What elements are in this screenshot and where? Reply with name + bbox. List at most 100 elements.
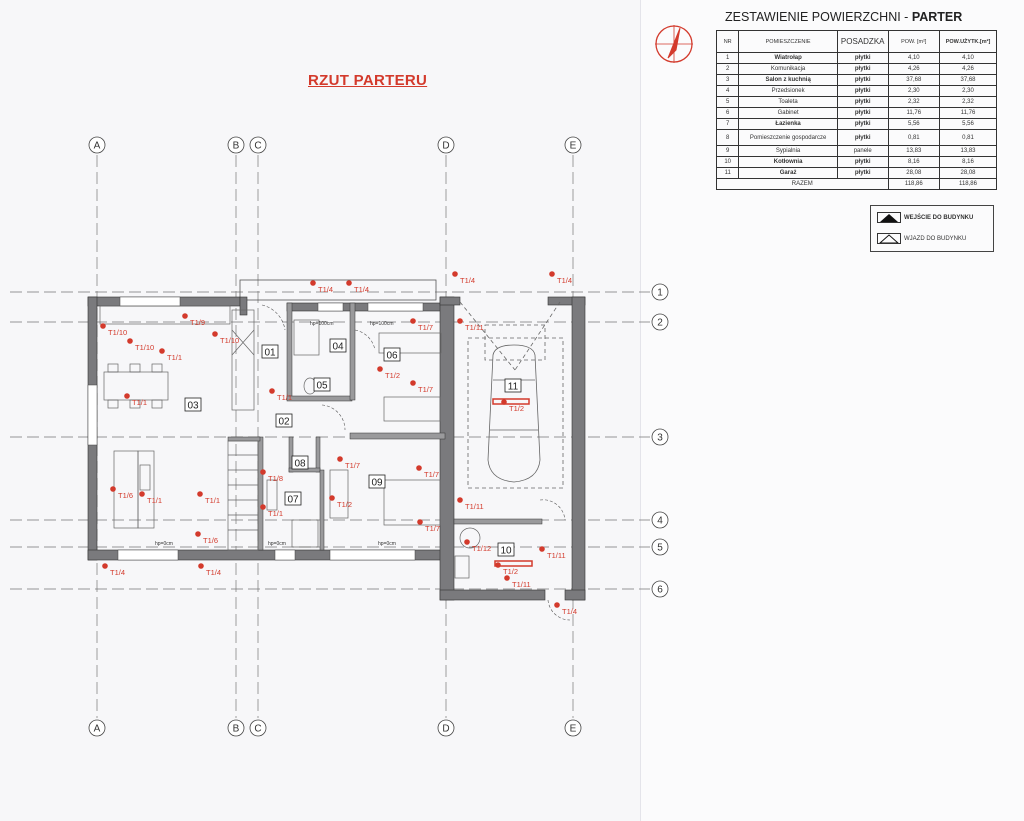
room-floor: płytki — [836, 63, 889, 75]
outlet-icon — [159, 348, 165, 354]
outlet-icon — [346, 280, 352, 286]
entry-triangle-icon — [877, 212, 901, 223]
room-number: 04 — [332, 342, 344, 353]
annotation-label: T1/10 — [135, 343, 154, 352]
room-number-badge: 06 — [383, 347, 401, 362]
col-room: POMIESZCZENIE — [738, 30, 838, 53]
outlet-icon — [127, 338, 133, 344]
room-floor: płytki — [836, 52, 889, 64]
room-name: Komunikacja — [738, 63, 838, 75]
room-nr: 8 — [715, 129, 740, 146]
outlet-icon — [554, 602, 560, 608]
column-axis-label: D — [442, 141, 449, 152]
column-axis-label: E — [570, 141, 577, 152]
room-area: 4,26 — [887, 63, 941, 75]
room-name: Łazienka — [738, 118, 838, 130]
room-floor: płytki — [836, 96, 889, 108]
table-header-row: NR POMIESZCZENIE POSADZKA POW. [m²] POW.… — [715, 30, 997, 53]
column-axis-marker: E — [564, 719, 582, 737]
room-nr: 2 — [715, 63, 740, 75]
legend: WEJŚCIE DO BUDYNKU WJAZD DO BUDYNKU — [870, 205, 994, 252]
annotation-label: T1/2 — [509, 404, 524, 413]
plan-title: RZUT PARTERU — [308, 72, 428, 89]
installation-annotation: T1/7 — [337, 456, 360, 470]
annotation-label: T1/7 — [425, 524, 440, 533]
installation-annotation: T1/4 — [549, 271, 572, 285]
annotation-label: T1/4 — [557, 276, 572, 285]
room-name: Przedsionek — [738, 85, 838, 97]
room-usable: 2,32 — [939, 96, 997, 108]
height-note: hp=0cm — [268, 541, 286, 547]
outlet-icon — [504, 575, 510, 581]
legend-entry: WEJŚCIE DO BUDYNKU — [877, 212, 973, 223]
room-number: 11 — [508, 382, 519, 393]
installation-annotation: T1/9 — [182, 313, 205, 327]
installation-annotation: T1/11 — [457, 318, 484, 332]
total-label: RAZEM — [716, 178, 889, 190]
column-axis-label: B — [233, 724, 240, 735]
height-note: hp=0cm — [155, 541, 173, 547]
installation-annotation: T1/6 — [110, 486, 133, 500]
annotation-label: T1/9 — [190, 318, 205, 327]
installation-annotation: T1/4 — [452, 271, 475, 285]
installation-annotation: T1/10 — [100, 323, 127, 337]
installation-annotation: T1/1 — [139, 491, 162, 505]
annotation-label: T1/11 — [547, 551, 566, 560]
total-area: 118,86 — [887, 178, 941, 190]
annotation-label: T1/6 — [118, 491, 133, 500]
col-nr: NR — [715, 30, 740, 53]
room-number-badge: 03 — [184, 397, 202, 412]
installation-annotation: T1/2 — [329, 495, 352, 509]
installation-annotation: T1/12 — [464, 539, 491, 553]
room-floor: płytki — [836, 85, 889, 97]
room-floor: płytki — [836, 74, 889, 86]
row-axis-label: 2 — [657, 318, 663, 329]
outlet-icon — [549, 271, 555, 277]
room-area: 2,32 — [887, 96, 941, 108]
installation-annotation: T1/7 — [416, 465, 439, 479]
annotation-label: T1/11 — [465, 502, 484, 511]
annotation-label: T1/7 — [345, 461, 360, 470]
installation-annotation: T1/4 — [310, 280, 333, 294]
annotation-label: T1/4 — [318, 285, 333, 294]
installation-annotation: T1/1 — [159, 348, 182, 362]
outlet-icon — [212, 331, 218, 337]
outlet-icon — [501, 399, 507, 405]
installation-annotation: T1/7 — [410, 318, 433, 332]
outlet-icon — [417, 519, 423, 525]
room-usable: 37,68 — [939, 74, 997, 86]
outlet-icon — [310, 280, 316, 286]
outlet-icon — [198, 563, 204, 569]
installation-annotation: T1/8 — [260, 469, 283, 483]
row-axis-marker: 5 — [651, 538, 669, 556]
legend-entry-label: WEJŚCIE DO BUDYNKU — [904, 214, 974, 221]
room-area: 37,68 — [887, 74, 941, 86]
outlet-icon — [269, 388, 275, 394]
annotation-label: T1/10 — [220, 336, 239, 345]
outlet-icon — [495, 562, 501, 568]
col-floor: POSADZKA — [836, 30, 889, 53]
row-axis-label: 6 — [657, 585, 663, 596]
annotation-label: T1/1 — [132, 398, 147, 407]
annotation-label: T1/12 — [472, 544, 491, 553]
annotation-label: T1/2 — [337, 500, 352, 509]
column-axis-marker: B — [227, 719, 245, 737]
room-name: Sypialnia — [738, 145, 838, 157]
north-arrow-icon — [655, 25, 693, 63]
column-axis-marker: E — [564, 136, 582, 154]
row-axis-marker: 3 — [651, 428, 669, 446]
room-nr: 6 — [715, 107, 740, 119]
room-floor: płytki — [836, 156, 889, 168]
installation-annotation: T1/11 — [457, 497, 484, 511]
room-number-badge: 09 — [368, 474, 386, 489]
room-number: 05 — [316, 381, 328, 392]
installation-annotation: T1/1 — [260, 504, 283, 518]
total-usable: 118,86 — [939, 178, 997, 190]
installation-annotation: T1/1 — [197, 491, 220, 505]
outlet-icon — [197, 491, 203, 497]
outlet-icon — [110, 486, 116, 492]
annotation-label: T1/8 — [268, 474, 283, 483]
